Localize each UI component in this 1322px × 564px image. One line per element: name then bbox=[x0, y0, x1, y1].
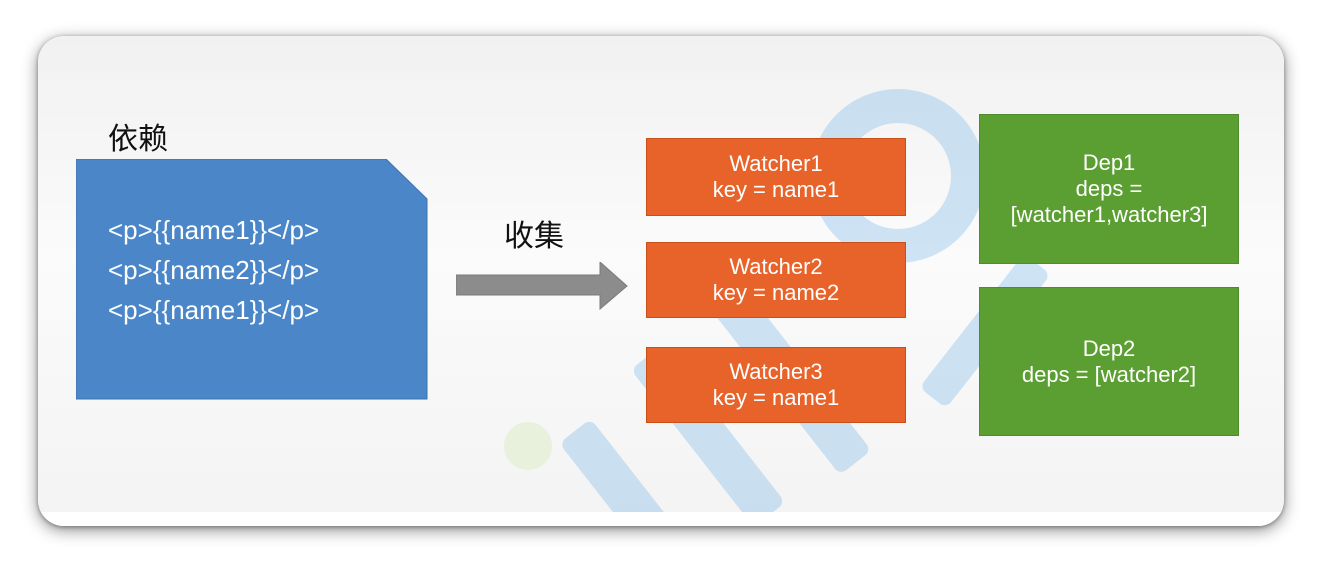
dep2-box: Dep2 deps = [watcher2] bbox=[979, 287, 1239, 436]
template-line-1: <p>{{name1}}</p> bbox=[108, 215, 320, 245]
collect-label: 收集 bbox=[504, 219, 564, 254]
dep1-deps-list: [watcher1,watcher3] bbox=[1010, 202, 1208, 227]
watcher2-key: key = name2 bbox=[712, 280, 840, 305]
card-bottom-band bbox=[38, 512, 1284, 526]
watcher3-box: Watcher3 key = name1 bbox=[646, 347, 906, 423]
dep1-title: Dep1 bbox=[1082, 150, 1136, 175]
template-document-shape bbox=[76, 159, 428, 400]
watcher1-key: key = name1 bbox=[712, 177, 840, 202]
watcher3-key: key = name1 bbox=[712, 385, 840, 410]
watcher1-title: Watcher1 bbox=[729, 151, 823, 176]
dep2-deps-list: deps = [watcher2] bbox=[1021, 361, 1197, 387]
template-line-3: <p>{{name1}}</p> bbox=[108, 295, 320, 325]
watcher2-box: Watcher2 key = name2 bbox=[646, 242, 906, 318]
dep1-box: Dep1 deps = [watcher1,watcher3] bbox=[979, 114, 1239, 264]
watcher2-title: Watcher2 bbox=[729, 254, 823, 279]
watcher1-box: Watcher1 key = name1 bbox=[646, 138, 906, 216]
template-line-2: <p>{{name2}}</p> bbox=[108, 255, 320, 285]
collect-arrow-icon bbox=[456, 262, 628, 310]
dep2-title: Dep2 bbox=[1082, 335, 1136, 361]
template-code-lines: <p>{{name1}}</p> <p>{{name2}}</p> <p>{{n… bbox=[108, 210, 319, 330]
watcher3-title: Watcher3 bbox=[729, 359, 823, 384]
dep1-deps-label: deps = bbox=[1075, 176, 1143, 201]
diagram-card: 依赖 <p>{{name1}}</p> <p>{{name2}}</p> <p>… bbox=[38, 36, 1284, 526]
dependency-heading: 依赖 bbox=[108, 122, 168, 157]
